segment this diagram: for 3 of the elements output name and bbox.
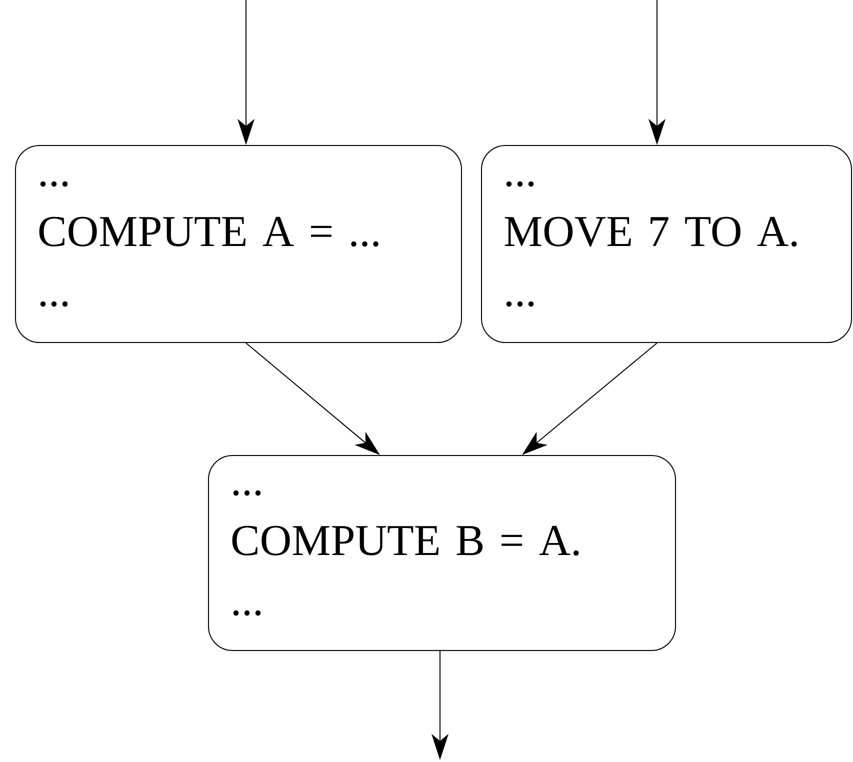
code-box: ... MOVE 7 TO A. ... [481,145,852,343]
code-box: ... COMPUTE A = ... ... [15,145,462,343]
code-box: ... COMPUTE B = A. ... [208,455,676,651]
